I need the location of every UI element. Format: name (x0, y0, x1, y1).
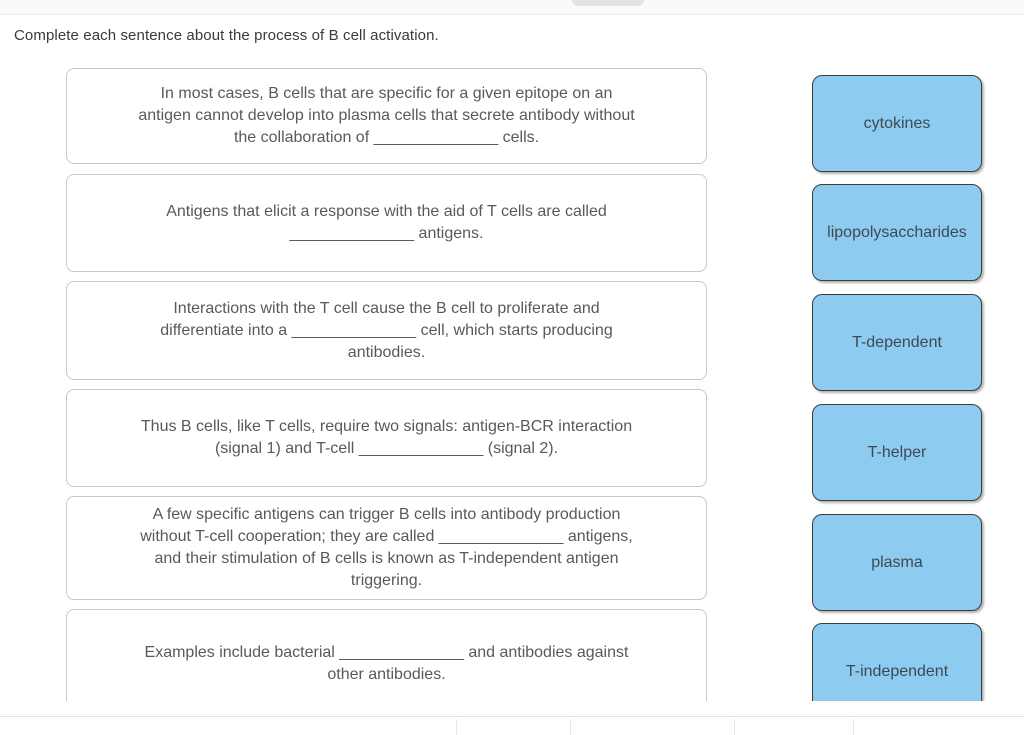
sentence-line: In most cases, B cells that are specific… (160, 85, 613, 102)
sentence-line: Interactions with the T cell cause the B… (173, 299, 600, 317)
footer-column-divider (734, 719, 735, 735)
sentence-line: other antibodies. (327, 666, 446, 683)
sentence-line: triggering. (350, 572, 423, 589)
answer-tile-plasma[interactable]: plasma (812, 514, 982, 611)
answer-tile-label: plasma (871, 553, 923, 571)
answer-tile-label: T-helper (867, 443, 927, 461)
sentence-box-3[interactable]: Interactions with the T cell cause the B… (66, 281, 707, 380)
top-bar (0, 0, 1024, 15)
sentence-line: the collaboration of ______________ cell… (233, 129, 540, 146)
footer-column-divider (570, 719, 571, 735)
answer-tile-t-dependent[interactable]: T-dependent (812, 294, 982, 391)
answer-tile-cytokines[interactable]: cytokines (812, 75, 982, 172)
top-tab-handle (572, 0, 644, 6)
sentence-box-4[interactable]: Thus B cells, like T cells, require two … (66, 389, 707, 487)
bottom-footer (0, 701, 1024, 735)
footer-column-divider (853, 719, 854, 735)
answer-tile-label: cytokines (863, 114, 931, 132)
sentence-line: A few specific antigens can trigger B ce… (152, 506, 621, 523)
sentence-line: Antigens that elicit a response with the… (166, 203, 607, 220)
footer-column-divider (456, 719, 457, 735)
sentence-line: antibodies. (347, 343, 426, 361)
sentence-box-5[interactable]: A few specific antigens can trigger B ce… (66, 496, 707, 600)
answer-tile-lipopolysaccharides[interactable]: lipopolysaccharides (812, 184, 982, 281)
answer-tile-label: T-dependent (852, 333, 942, 351)
sentence-line: Thus B cells, like T cells, require two … (140, 418, 633, 435)
sentence-line: and their stimulation of B cells is know… (154, 550, 619, 567)
sentence-line: (signal 1) and T-cell ______________ (si… (214, 440, 559, 457)
footer-divider-line (0, 716, 1024, 717)
answer-tile-label: T-independent (845, 662, 949, 680)
answer-tile-t-helper[interactable]: T-helper (812, 404, 982, 501)
sentence-box-2[interactable]: Antigens that elicit a response with the… (66, 174, 707, 272)
sentence-line: without T-cell cooperation; they are cal… (140, 528, 633, 545)
sentence-line: Examples include bacterial _____________… (144, 644, 629, 661)
sentence-line: antigen cannot develop into plasma cells… (138, 107, 635, 124)
sentence-box-1[interactable]: In most cases, B cells that are specific… (66, 68, 707, 164)
page-title: Complete each sentence about the process… (14, 27, 439, 44)
sentence-line: ______________ antigens. (289, 225, 484, 242)
sentence-box-6[interactable]: Examples include bacterial _____________… (66, 609, 707, 719)
sentence-line: differentiate into a ______________ cell… (160, 321, 613, 339)
answer-tile-label: lipopolysaccharides (827, 223, 967, 241)
